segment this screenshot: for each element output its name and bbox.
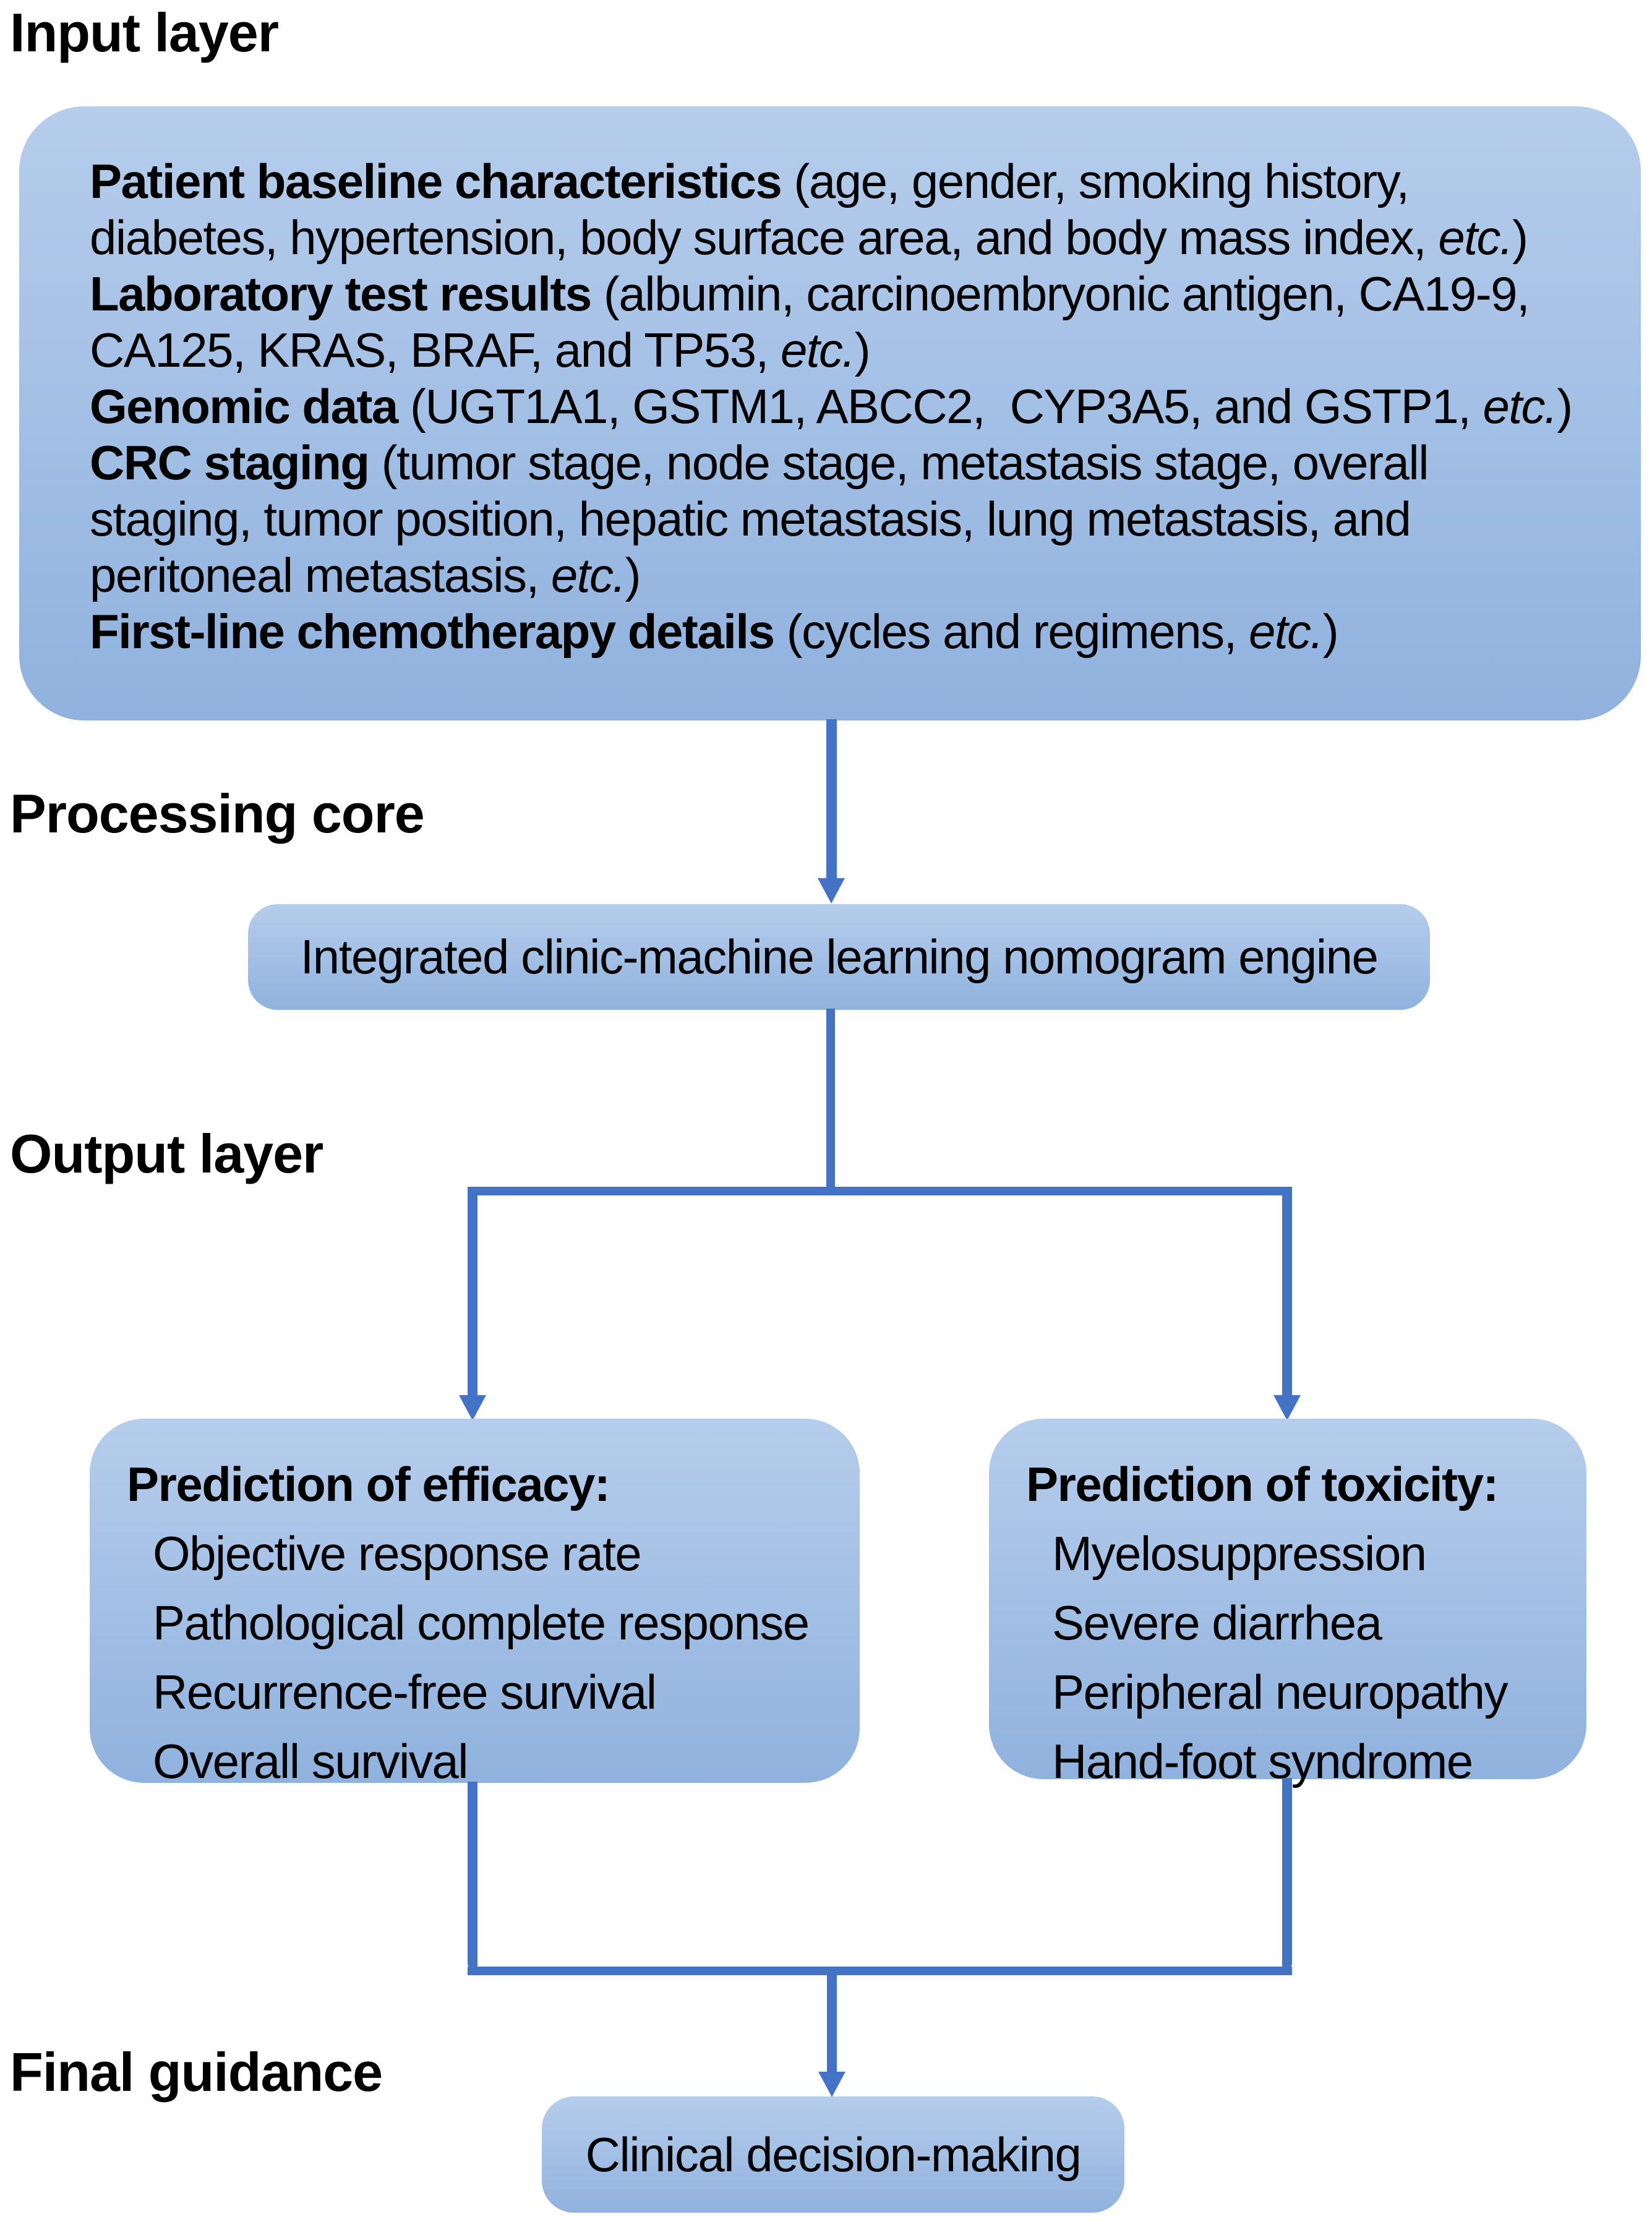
- connector-branch-horizontal-bar: [468, 1187, 1292, 1195]
- clinical-decision-box: Clinical decision-making: [542, 2096, 1124, 2213]
- arrow-to-decision-head-icon: [818, 2072, 845, 2097]
- input-layer-heading: Input layer: [10, 2, 279, 63]
- arrow-input-to-engine-shaft: [826, 719, 837, 879]
- branch-left-arrow-head-icon: [459, 1395, 486, 1420]
- merge-right-vertical: [1282, 1778, 1292, 1968]
- clinical-decision-label: Clinical decision-making: [585, 2127, 1082, 2182]
- arrow-to-decision-shaft: [827, 1974, 837, 2073]
- merge-left-vertical: [468, 1782, 477, 1968]
- final-guidance-heading: Final guidance: [10, 2041, 383, 2103]
- output-layer-heading: Output layer: [10, 1123, 323, 1184]
- input-layer-text: Patient baseline characteristics (age, g…: [90, 154, 1573, 659]
- prediction-of-efficacy-box: Prediction of efficacy: Objective respon…: [90, 1419, 860, 1788]
- prediction-of-toxicity-box: Prediction of toxicity: Myelosuppression…: [989, 1419, 1586, 1788]
- branch-left-vertical: [468, 1194, 477, 1396]
- efficacy-title: Prediction of efficacy:: [127, 1457, 610, 1511]
- nomogram-engine-label: Integrated clinic-machine learning nomog…: [300, 929, 1379, 984]
- processing-core-heading: Processing core: [10, 783, 425, 844]
- merge-horizontal-bar: [468, 1967, 1292, 1975]
- connector-engine-to-branch-vertical: [826, 1009, 835, 1188]
- nomogram-engine-box: Integrated clinic-machine learning nomog…: [248, 904, 1430, 1010]
- branch-right-vertical: [1282, 1194, 1292, 1396]
- input-layer-box: Patient baseline characteristics (age, g…: [19, 106, 1641, 720]
- branch-right-arrow-head-icon: [1273, 1395, 1301, 1420]
- toxicity-title: Prediction of toxicity:: [1026, 1457, 1499, 1511]
- arrow-input-to-engine-head-icon: [818, 878, 845, 904]
